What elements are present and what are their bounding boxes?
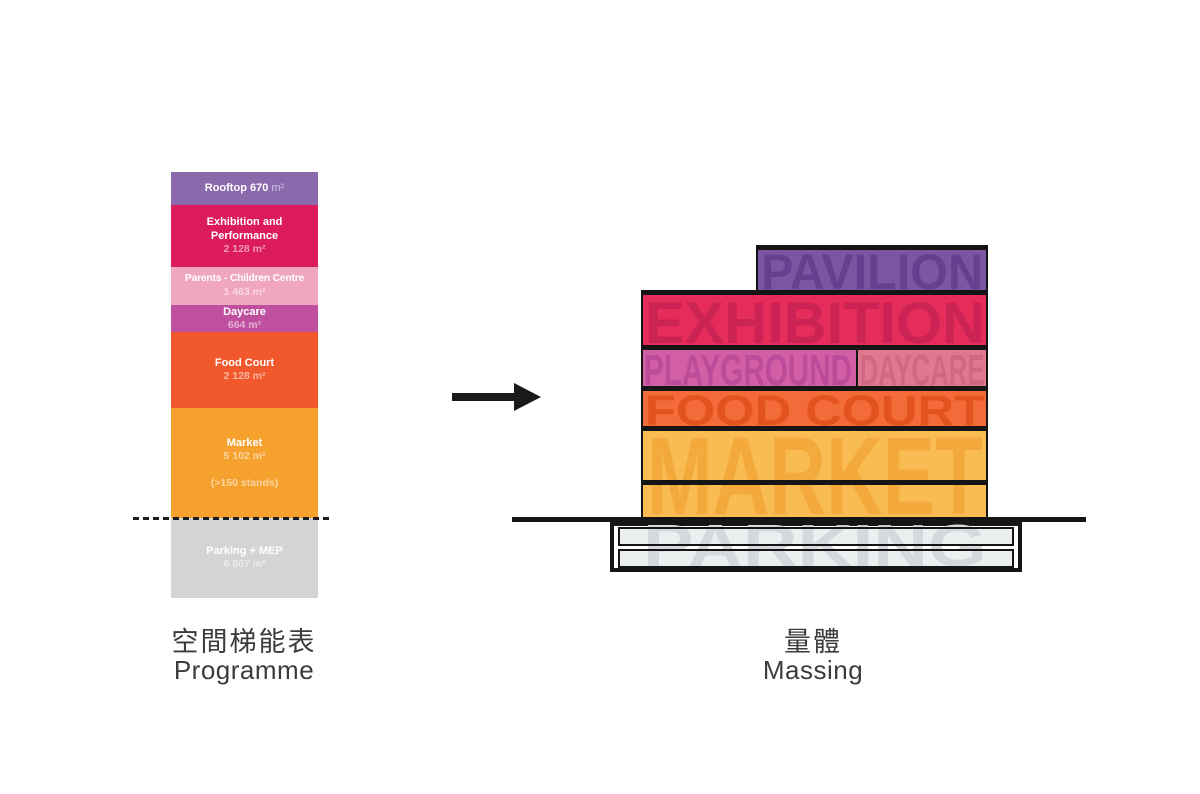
ground-line: [512, 517, 1086, 522]
segment-title: Food Court: [214, 357, 275, 370]
slab-line-pavilion-top: [756, 245, 988, 250]
segment-area: 1 463 m²: [223, 285, 266, 298]
segment-title: Performance: [210, 230, 279, 243]
massing-block-exhibition: [641, 295, 988, 345]
segment-parents-children: Parents - Children Centre 1 463 m²: [171, 267, 318, 305]
massing-caption-en: Massing: [762, 655, 864, 685]
segment-parking: Parking + MEP 6 807 m²: [171, 518, 318, 598]
slab-line-1: [641, 290, 988, 295]
segment-note: (>150 stands): [210, 476, 279, 489]
segment-food-court: Food Court 2 128 m²: [171, 332, 318, 408]
segment-area: 5 102 m²: [223, 450, 266, 462]
segment-area: 6 807 m²: [223, 558, 266, 571]
segment-area: 2 128 m²: [223, 243, 266, 256]
massing-block-market: [641, 431, 988, 517]
segment-title: Market: [226, 436, 263, 449]
segment-market: Market 5 102 m² (>150 stands): [171, 408, 318, 518]
parking-deck-lower-border: [618, 549, 1014, 568]
segment-title: Parents - Children Centre: [184, 273, 305, 285]
segment-rooftop: Rooftop 670 m²: [171, 172, 318, 205]
parking-deck-upper: [618, 527, 1014, 546]
slab-line-2: [641, 345, 988, 350]
parking-deck-lower: [618, 549, 1014, 568]
massing-block-food-court: [641, 391, 988, 426]
ground-level-dashed-line: [133, 517, 333, 520]
massing-block-playground: [641, 350, 857, 386]
playground-daycare-divider: [856, 350, 858, 386]
segment-exhibition: Exhibition and Performance 2 128 m²: [171, 205, 318, 267]
slab-line-3: [641, 386, 988, 391]
segment-area: 664 m²: [227, 318, 262, 331]
segment-title: Exhibition and: [206, 215, 283, 228]
slab-line-4: [641, 426, 988, 431]
arrow-shaft: [452, 393, 518, 401]
programme-caption-zh: 空間梯能表: [171, 627, 317, 657]
programme-caption-en: Programme: [173, 655, 315, 685]
massing-caption-zh: 量體: [784, 627, 842, 657]
segment-daycare: Daycare 664 m²: [171, 305, 318, 332]
segment-area: 2 128 m²: [223, 370, 266, 383]
arrow-head: [514, 383, 541, 411]
slab-line-market-divider: [641, 480, 988, 485]
segment-title: Rooftop 670 m²: [204, 182, 285, 195]
segment-title: Parking + MEP: [206, 545, 283, 558]
massing-block-daycare: [857, 350, 988, 386]
massing-block-pavilion: [756, 250, 988, 290]
parking-deck-upper-border: [618, 527, 1014, 546]
segment-title: Daycare: [223, 305, 266, 318]
